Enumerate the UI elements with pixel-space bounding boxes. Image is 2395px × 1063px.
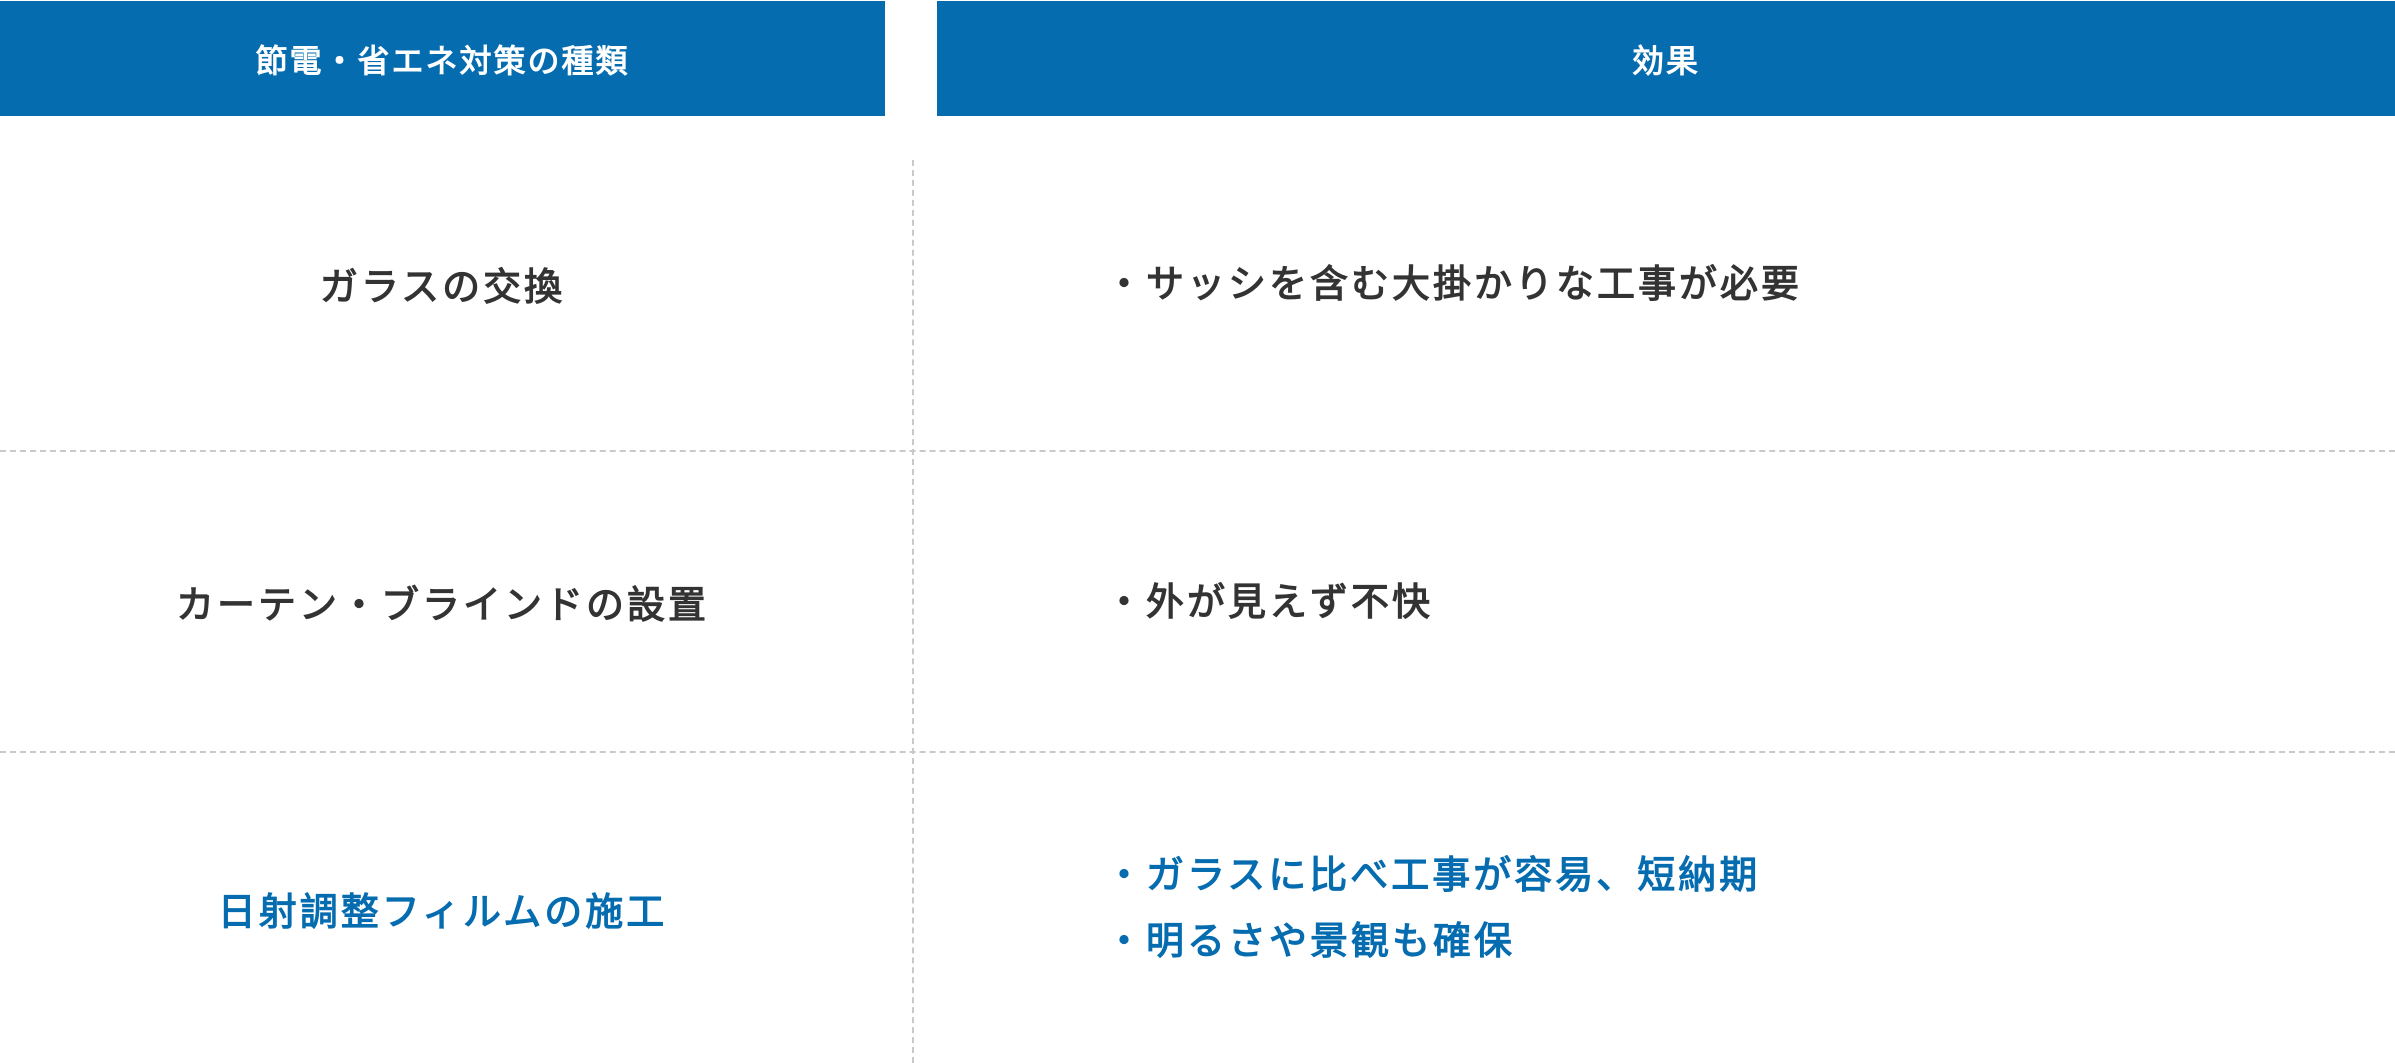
table-row: ガラスの交換 ・サッシを含む大掛かりな工事が必要: [0, 117, 2395, 450]
column-divider: [912, 160, 914, 1063]
effect-item: ・外が見えず不快: [1105, 579, 1434, 624]
row-type-label: カーテン・ブラインドの設置: [175, 583, 709, 627]
row-effect-cell: ・ガラスに比べ工事が容易、短納期 ・明るさや景観も確保: [1105, 753, 2355, 1063]
row-effect-cell: ・外が見えず不快: [1105, 452, 2355, 751]
effect-item: ・明るさや景観も確保: [1105, 919, 1516, 963]
row-type-label: ガラスの交換: [319, 265, 566, 309]
table-header-type: 節電・省エネ対策の種類: [0, 1, 885, 116]
table-row: カーテン・ブラインドの設置 ・外が見えず不快: [0, 452, 2395, 751]
table-row-highlighted: 日射調整フィルムの施工 ・ガラスに比べ工事が容易、短納期 ・明るさや景観も確保: [0, 753, 2395, 1063]
row-divider: [0, 450, 2395, 452]
table-header-effect: 効果: [937, 1, 2395, 116]
effect-item: ・ガラスに比べ工事が容易、短納期: [1105, 853, 1761, 897]
row-divider: [0, 751, 2395, 753]
row-effect-cell: ・サッシを含む大掛かりな工事が必要: [1105, 117, 2355, 450]
effect-item: ・サッシを含む大掛かりな工事が必要: [1105, 261, 1803, 306]
row-type-label: 日射調整フィルムの施工: [217, 889, 668, 934]
